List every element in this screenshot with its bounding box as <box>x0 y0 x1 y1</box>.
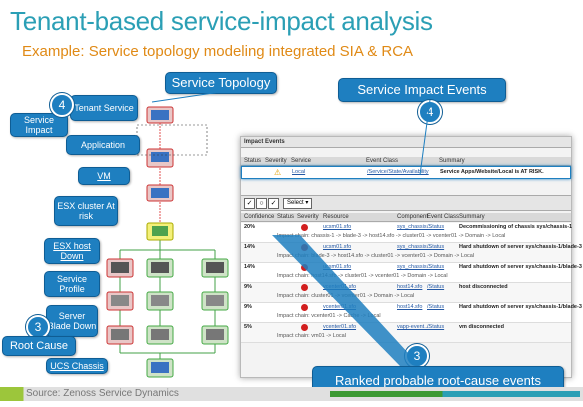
confidence-value: 20% <box>244 224 256 230</box>
event-summary: Hard shutdown of server sys/chassis-1/bl… <box>459 244 582 250</box>
resource-link[interactable]: vcenter01.sfo <box>323 324 357 330</box>
impact-chain: Impact chain: blade-3 -> host14.sfo -> c… <box>277 253 475 259</box>
rca-table-row[interactable]: 14% ucsm01.sfo sys_chassis.../Status Hard s… <box>241 243 582 263</box>
critical-severity-icon <box>301 304 308 311</box>
event-class-link[interactable]: /Status <box>427 304 445 310</box>
event-summary: host disconnected <box>459 284 508 290</box>
service-profile-callout: Service Profile <box>44 271 100 297</box>
tenant-service-node <box>146 106 174 124</box>
resource-link[interactable]: ucsm01.sfo <box>323 224 352 230</box>
confidence-value: 14% <box>244 264 256 270</box>
ucs-chassis-callout: UCS Chassis <box>46 358 108 374</box>
critical-severity-icon <box>301 224 308 231</box>
component-link[interactable]: host14.sfo <box>397 304 423 310</box>
footer-bar: Source: Zenoss Service Dynamics <box>0 387 583 401</box>
application-node <box>146 148 174 168</box>
impact-chain: Impact chain: chassis-1 -> blade-3 -> ho… <box>277 233 506 239</box>
ucs-chassis-link[interactable]: UCS Chassis <box>50 361 104 371</box>
vm-node <box>146 184 174 202</box>
service-impact-events-callout: Service Impact Events <box>338 78 506 102</box>
root-cause-callout: Root Cause <box>2 336 76 356</box>
impact-chain: Impact chain: vcenter01 -> Cache -> Loca… <box>277 313 381 319</box>
esx-cluster-callout: ESX cluster At risk <box>54 196 118 226</box>
component-link[interactable]: vapp-event... <box>397 324 429 330</box>
impact-events-header: Impact Events <box>241 137 571 148</box>
event-summary: vm disconnected <box>459 324 504 330</box>
resource-link[interactable]: ucsm01.sfo <box>323 244 352 250</box>
service-topology-callout: Service Topology <box>165 72 277 94</box>
esx-host-callout: ESX host Down <box>44 238 100 264</box>
confidence-value: 9% <box>244 284 252 290</box>
server-blade-node <box>106 325 134 345</box>
event-class-link[interactable]: /Status <box>427 284 445 290</box>
component-link[interactable]: sys_chassis... <box>397 224 432 230</box>
esx-host-link[interactable]: ESX host Down <box>53 241 91 261</box>
esx-cluster-node <box>146 222 174 241</box>
impact-events-columns: Status Severity Service Event Class Summ… <box>241 157 571 166</box>
impact-chain: Impact chain: host14.sfo -> cluster01 ->… <box>277 273 448 279</box>
vm-callout: VM <box>78 167 130 185</box>
esx-host-node <box>106 258 134 278</box>
ucs-chassis-node <box>146 358 174 378</box>
reopen-button[interactable]: ✓ <box>268 198 279 209</box>
service-profile-node <box>106 291 134 311</box>
vm-link[interactable]: VM <box>97 171 111 181</box>
event-summary: Hard shutdown of server sys/chassis-1/bl… <box>459 304 582 310</box>
page-title: Tenant-based service-impact analysis <box>10 6 433 36</box>
profile-node-3 <box>201 291 229 311</box>
application-callout: Application <box>66 135 140 155</box>
rca-table-row[interactable]: 20% ucsm01.sfo sys_chassis.../Status Decomm… <box>241 223 573 243</box>
service-impact-callout: Service Impact <box>10 113 68 137</box>
blade-node-3 <box>201 325 229 345</box>
rca-table-row[interactable]: 9% vcenter01.sfo host14.sfo/Status Hard shu… <box>241 303 582 323</box>
event-summary: Hard shutdown of server sys/chassis-1/bl… <box>459 264 582 270</box>
impact-event-row[interactable]: ⚠ Local /Service/State/Availability Serv… <box>241 166 571 179</box>
event-summary: Decommissioning of chassis sys/chassis-1 <box>459 224 573 230</box>
blade-node-2 <box>146 325 174 345</box>
step-badge-4-right: 4 <box>418 100 442 124</box>
component-link[interactable]: host14.sfo <box>397 284 423 290</box>
impact-event-class[interactable]: /Service/State/Availability <box>367 169 429 175</box>
resource-link[interactable]: vcenter01.sfo <box>323 304 357 310</box>
critical-severity-icon <box>301 284 308 291</box>
resource-link[interactable]: ucsm01.sfo <box>323 264 352 270</box>
acknowledge-button[interactable]: ✓ <box>244 198 255 209</box>
topology-diagram <box>106 106 229 378</box>
zenoss-console-panel: Impact Events Status Severity Service Ev… <box>240 136 582 378</box>
host-node-2 <box>146 258 174 278</box>
profile-node-2 <box>146 291 174 311</box>
impact-service-link[interactable]: Local <box>292 169 306 175</box>
critical-severity-icon <box>301 324 308 331</box>
event-class-link[interactable]: /Status <box>427 324 445 330</box>
event-class-link[interactable]: /Status <box>427 244 445 250</box>
page-subtitle: Example: Service topology modeling integ… <box>22 43 414 60</box>
event-class-link[interactable]: /Status <box>427 264 445 270</box>
source-credit: Source: Zenoss Service Dynamics <box>26 388 179 399</box>
confidence-value: 9% <box>244 304 252 310</box>
component-link[interactable]: sys_chassis... <box>397 264 432 270</box>
host-node-3 <box>201 258 229 278</box>
rca-columns: Confidence Status Severity Resource Comp… <box>241 213 571 222</box>
close-event-button[interactable]: ○ <box>256 198 267 209</box>
warning-icon: ⚠ <box>274 168 282 177</box>
tenant-service-callout: Tenant Service <box>70 95 138 121</box>
component-link[interactable]: sys_chassis... <box>397 244 432 250</box>
impact-chain: Impact chain: vm01 -> Local <box>277 333 346 339</box>
server-blade-callout: Server Blade Down <box>46 305 98 337</box>
footer-accent <box>330 391 580 397</box>
select-dropdown[interactable]: Select ▾ <box>283 198 313 209</box>
step-badge-4-left: 4 <box>50 93 74 117</box>
confidence-value: 5% <box>244 324 252 330</box>
event-class-link[interactable]: /Status <box>427 224 445 230</box>
impact-event-summary: Service Apps/Website/Local is AT RISK. <box>440 169 544 175</box>
rca-toolbar: ✓ ○ ✓ Select ▾ <box>241 195 571 211</box>
confidence-value: 14% <box>244 244 256 250</box>
rca-table-row[interactable]: 5% vcenter01.sfo vapp-event.../Status vm di… <box>241 323 571 343</box>
